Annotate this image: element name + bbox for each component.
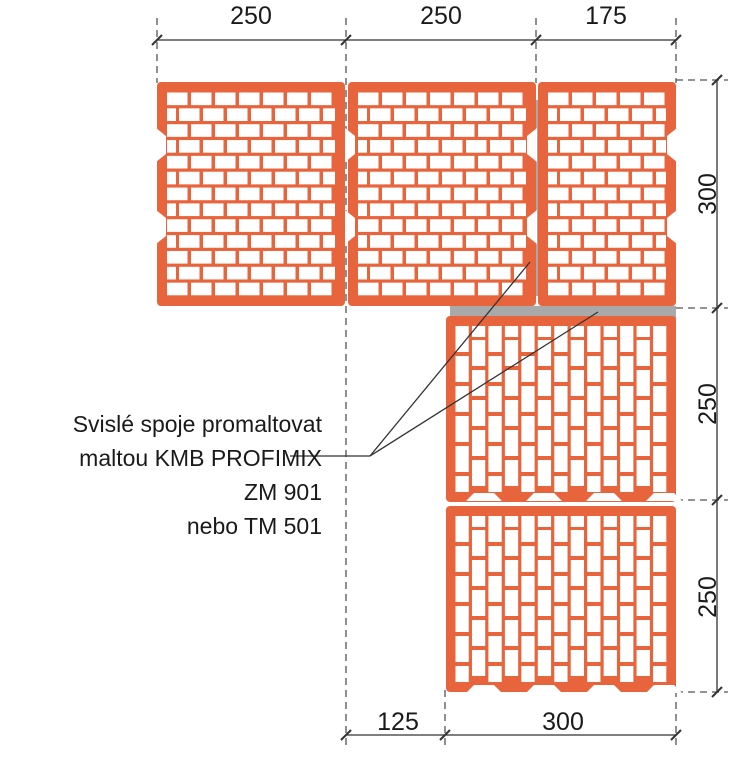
- brick-blocks: [156, 82, 682, 693]
- dim-bottom-2: 300: [542, 708, 584, 736]
- dimension-lines: [151, 34, 723, 741]
- annotation-line-2: maltou KMB PROFIMIX: [79, 445, 322, 471]
- dim-top-1: 250: [230, 2, 272, 30]
- annotation-line-4: nebo TM 501: [187, 513, 322, 539]
- annotation-line-3: ZM 901: [244, 479, 322, 505]
- dim-top-3: 175: [585, 2, 627, 30]
- dim-top-2: 250: [420, 2, 462, 30]
- dim-bottom-1: 125: [377, 708, 419, 736]
- dim-right-2: 250: [694, 383, 722, 425]
- brick-block-right-1: [446, 316, 676, 502]
- dim-right-1: 300: [694, 173, 722, 215]
- leader-lines: [290, 261, 599, 457]
- brick-block-top-1: [157, 82, 345, 306]
- dim-right-3: 250: [694, 576, 722, 618]
- brick-block-top-2: [348, 82, 536, 306]
- brick-block-right-2: [446, 506, 676, 692]
- annotation-line-1: Svislé spoje promaltovat: [73, 411, 323, 437]
- tongue-groove-notches: [156, 128, 682, 693]
- brick-block-top-3: [538, 82, 676, 306]
